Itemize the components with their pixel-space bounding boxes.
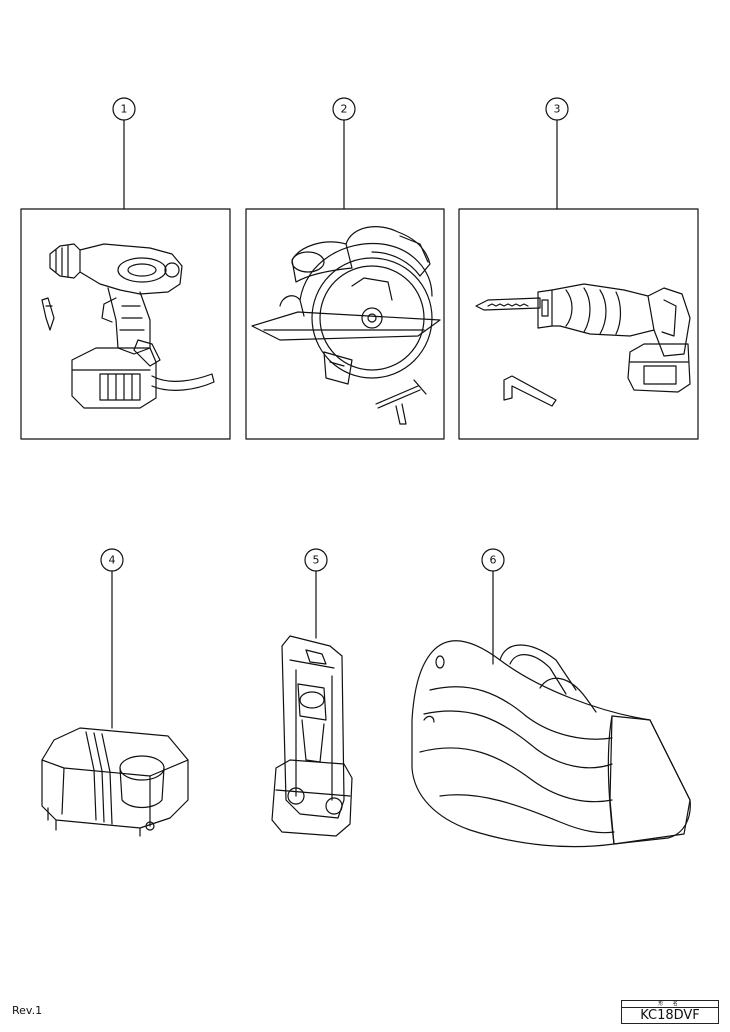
callout-1-number: 1 [121, 103, 128, 116]
item-3-frame [458, 208, 699, 440]
charger-illustration [41, 727, 189, 837]
revision-label: Rev.1 [12, 1004, 43, 1017]
reciprocating-saw-illustration [475, 283, 691, 407]
callout-4: 4 [100, 548, 124, 729]
callout-6: 6 [481, 548, 505, 665]
carrying-bag-illustration [411, 640, 691, 848]
model-number: KC18DVF [640, 1008, 700, 1023]
callout-3-number: 3 [554, 103, 561, 116]
title-block-header: 形 名 [622, 1001, 718, 1008]
callout-1: 1 [112, 97, 136, 210]
item-1-frame [20, 208, 231, 440]
callout-4-number: 4 [109, 554, 116, 567]
flashlight-illustration [271, 635, 353, 837]
callout-3: 3 [545, 97, 569, 210]
callout-5-number: 5 [313, 554, 320, 567]
callout-5: 5 [304, 548, 328, 639]
circular-saw-illustration [251, 226, 441, 425]
callout-6-number: 6 [490, 554, 497, 567]
title-block: 形 名 KC18DVF [621, 1000, 719, 1024]
drill-illustration [41, 243, 215, 409]
callout-2-number: 2 [341, 103, 348, 116]
item-2-frame [245, 208, 445, 440]
callout-2: 2 [332, 97, 356, 210]
